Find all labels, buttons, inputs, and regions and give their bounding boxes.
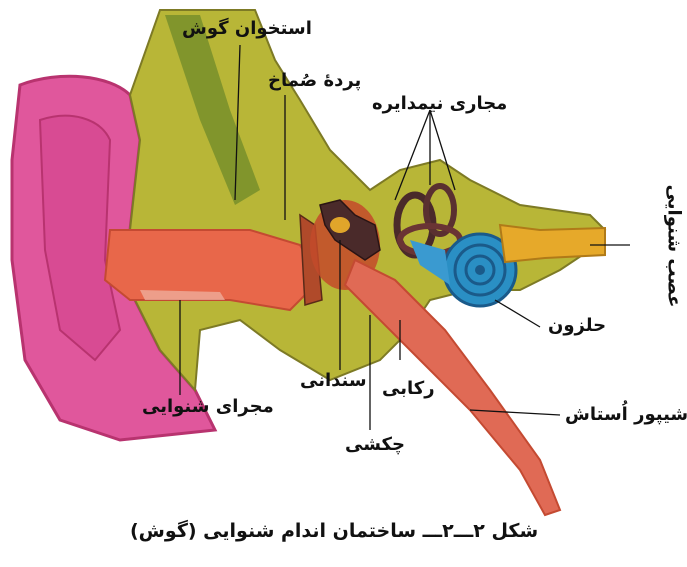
label-ear-bone: استخوان گوش (182, 20, 312, 38)
cochlea-center (475, 265, 485, 275)
label-semicircular-canals: مجاری نیمدایره (372, 95, 507, 113)
label-incus: سندانی (300, 372, 367, 390)
figure-caption: شکل ۲ـــ۲ـــ ساختمان اندام شنوایی (گوش) (130, 522, 538, 541)
label-eardrum: پردهٔ صُماخ (268, 72, 361, 90)
label-eustachian-tube: شیپور اُستاش (565, 406, 687, 424)
eustachian-tube-shape (345, 260, 560, 515)
label-cochlea: حلزون (548, 317, 606, 335)
label-ear-canal: مجرای شنوایی (142, 398, 274, 416)
ossicle-highlight (330, 217, 350, 233)
label-malleus: چکشی (345, 436, 405, 454)
label-stapes: رکابی (382, 380, 435, 398)
label-auditory-nerve: عصب شنوایی (664, 185, 682, 308)
auditory-nerve-shape (500, 225, 605, 262)
